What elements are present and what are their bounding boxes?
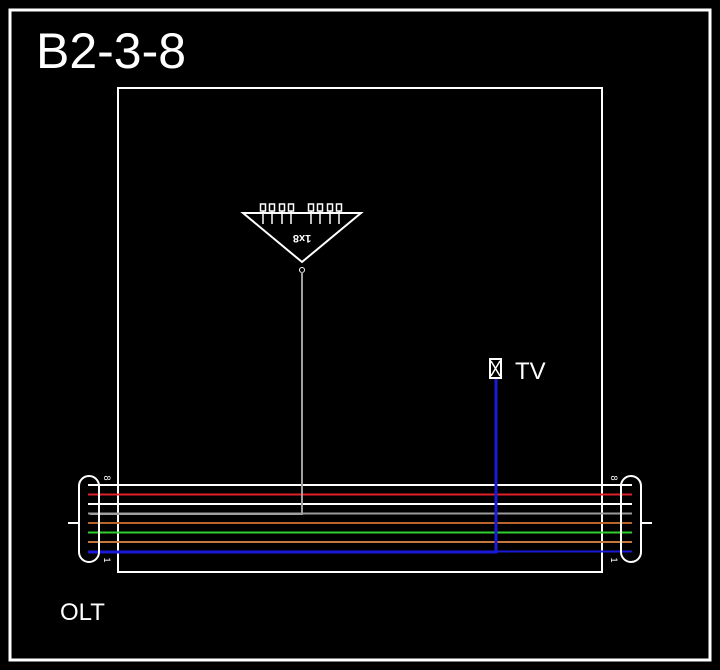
- olt-label: OLT: [60, 599, 105, 626]
- tv-label: TV: [515, 358, 546, 385]
- splitter-port-3: [278, 203, 286, 224]
- left-cable-end: 8 1: [68, 475, 112, 563]
- diagram-title: B2-3-8: [36, 23, 186, 79]
- right-cable-bottom-label: 1: [609, 557, 619, 562]
- splitter-port-7: [326, 203, 334, 224]
- splitter-triangle: [240, 212, 364, 264]
- enclosure-box: [117, 87, 603, 573]
- left-cable-top-label: 8: [102, 475, 112, 480]
- splitter-1x8: 1x8: [240, 203, 364, 273]
- tv-feed-line: [88, 378, 498, 554]
- tv-connector: [489, 358, 502, 379]
- splitter-port-8: [335, 203, 343, 224]
- splitter-port-1: [259, 203, 267, 224]
- splitter-port-6: [316, 203, 324, 224]
- left-cable-bottom-label: 1: [102, 557, 112, 562]
- splitter-output-ports: [259, 203, 343, 224]
- splitter-port-4: [287, 203, 295, 224]
- splitter-input-node: [299, 267, 305, 273]
- splitter-port-5: [307, 203, 315, 224]
- right-cable-clamp: [620, 475, 642, 563]
- splitter-label: 1x8: [293, 232, 311, 244]
- right-cable-top-label: 8: [609, 475, 619, 480]
- tv-connector-box: [489, 358, 502, 379]
- left-cable-clamp: [78, 475, 100, 563]
- fiber-bundle: [88, 484, 632, 553]
- right-cable-end: 8 1: [609, 475, 652, 563]
- splitter-feed-line: [90, 272, 303, 515]
- outer-frame: [8, 8, 712, 662]
- splitter-port-2: [268, 203, 276, 224]
